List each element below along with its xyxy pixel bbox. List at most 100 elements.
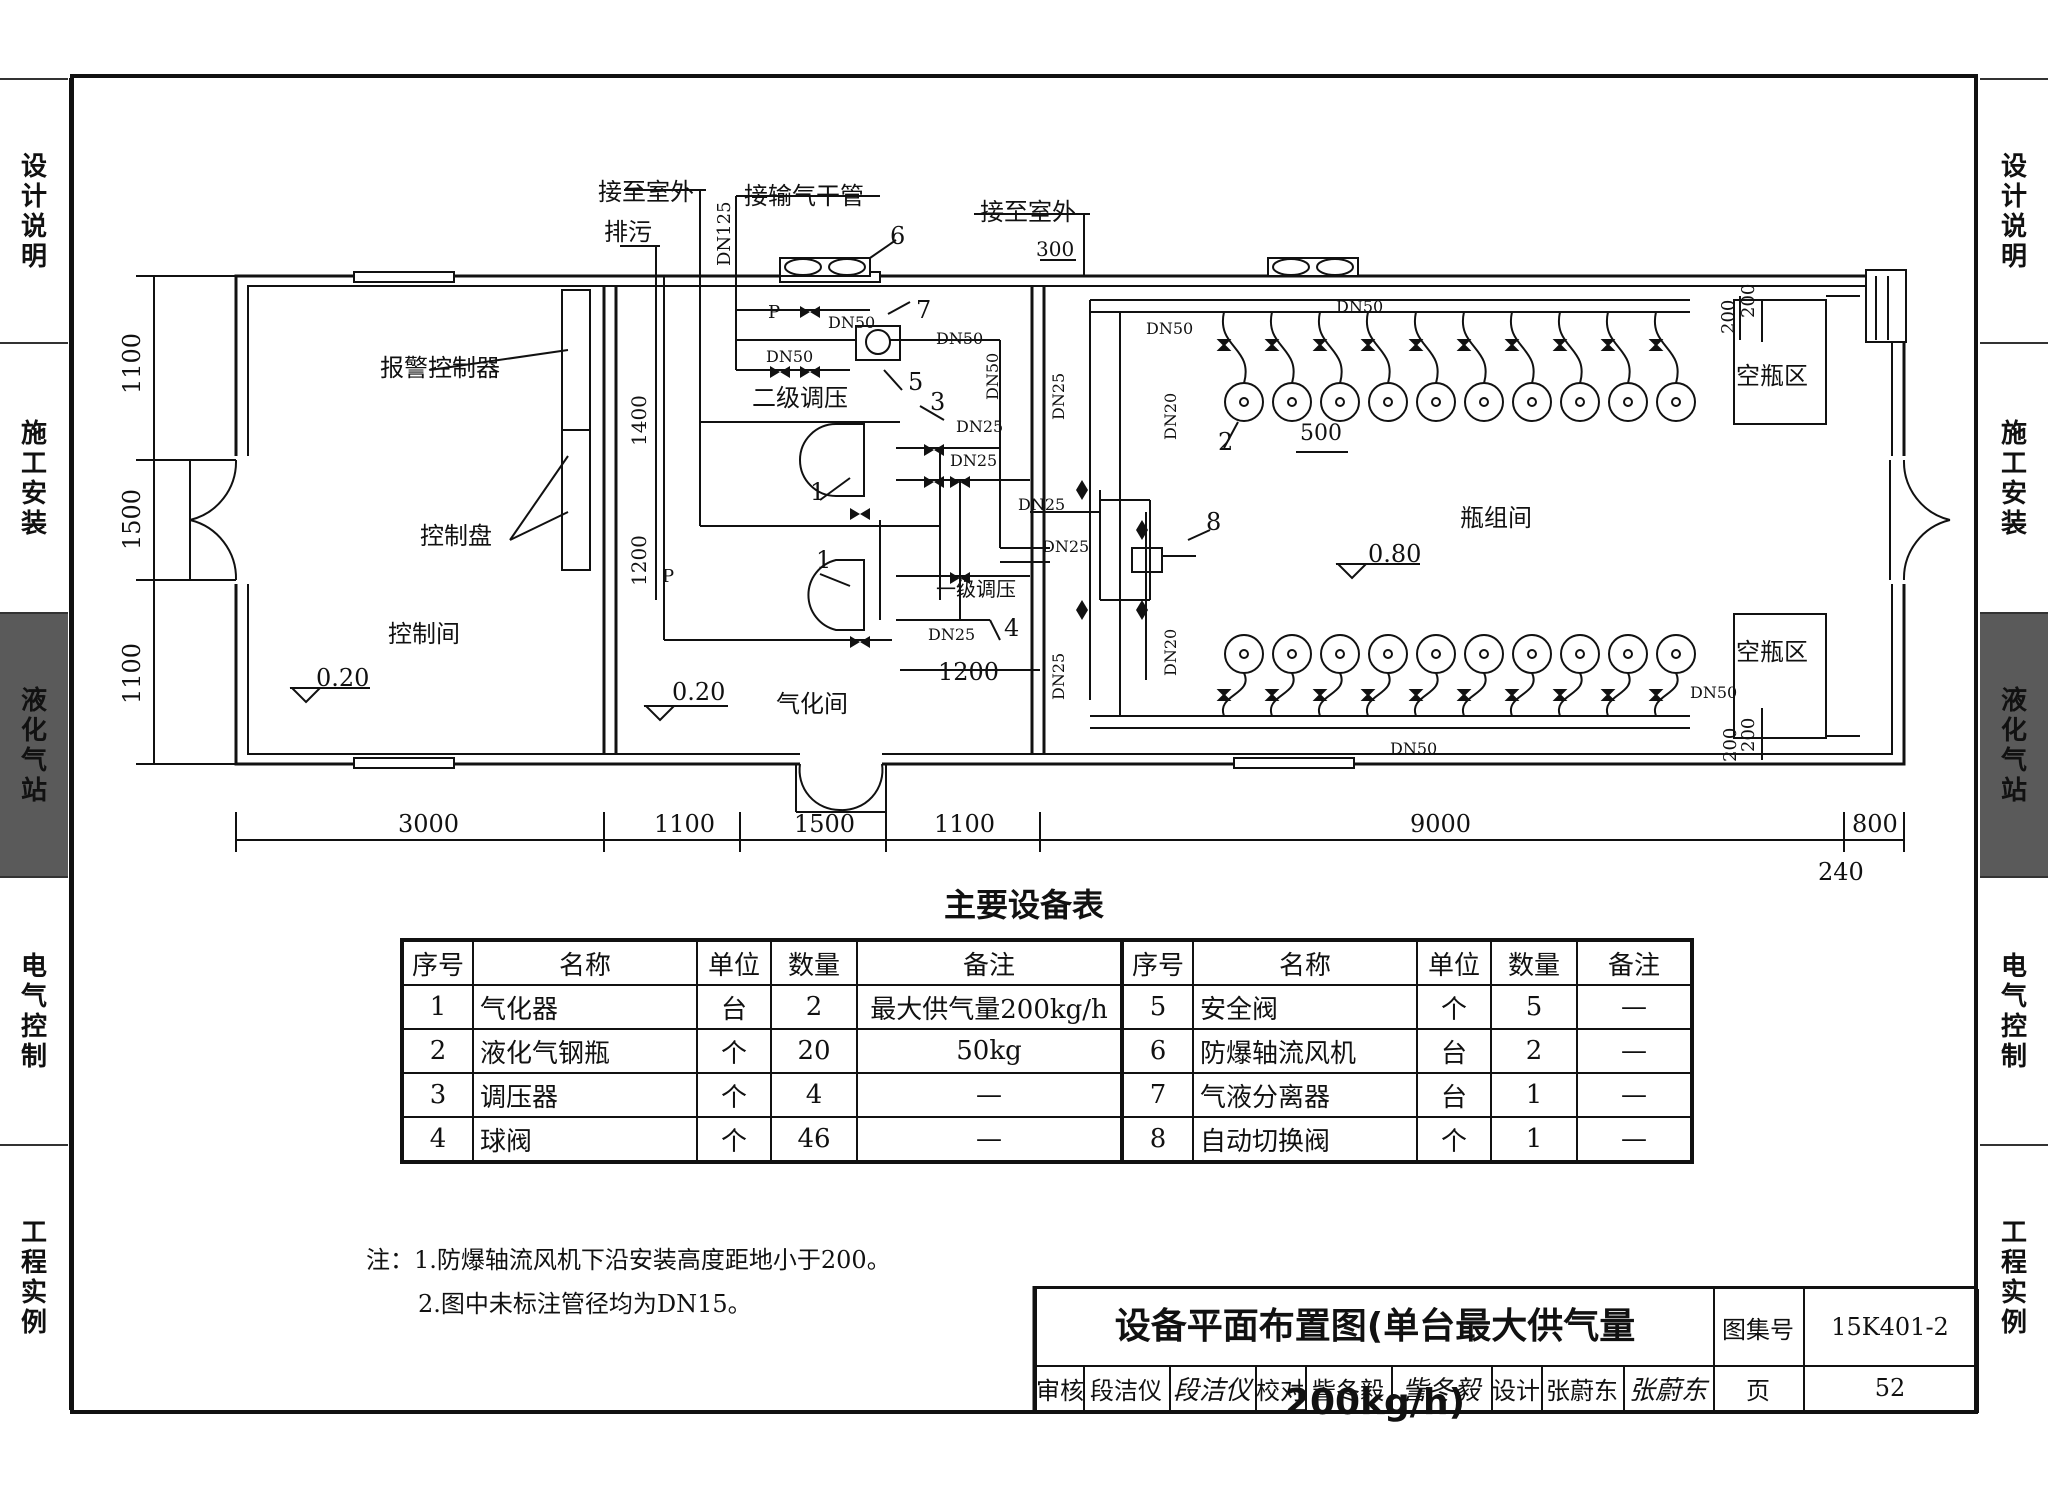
level-marks (289, 563, 1420, 722)
th-remark-1: 备注 (856, 939, 1123, 986)
cell: 最大供气量200kg/h (856, 984, 1123, 1030)
cell: 个 (696, 1116, 772, 1163)
cell: 8 (1120, 1116, 1194, 1163)
ball-valve (1552, 339, 1568, 351)
label-bottle-room: 瓶组间 (1460, 504, 1532, 532)
label-item-6: 6 (890, 222, 905, 250)
cylinder-hose (1317, 311, 1343, 384)
side-tab-examples-r[interactable]: 工程实例 (1980, 1144, 2048, 1410)
cylinder-hose (1509, 311, 1535, 384)
dim-1100-b: 1100 (934, 810, 995, 838)
label-dn50-c: DN50 (936, 329, 983, 348)
cylinder-valve (1623, 397, 1633, 407)
cylinder-valve (1239, 649, 1249, 659)
cylinder-hose (1365, 311, 1391, 384)
dim-left-1100-a: 1100 (118, 333, 146, 394)
leader-lines (819, 239, 1239, 641)
ball-valve (1216, 339, 1232, 351)
check-label: 校对 (1255, 1365, 1307, 1413)
label-dn25-e: DN25 (928, 625, 975, 644)
cell: 1 (1490, 1116, 1578, 1163)
cylinder-valve (1527, 649, 1537, 659)
cell: 4 (401, 1116, 474, 1163)
cylinder-valve (1383, 649, 1393, 659)
ball-valve (1552, 689, 1568, 701)
cell: 2 (1490, 1028, 1578, 1074)
ball-valve (1360, 689, 1376, 701)
ball-valve (1648, 689, 1664, 701)
cell: 液化气钢瓶 (472, 1028, 698, 1074)
label-control-panel: 控制盘 (420, 522, 492, 550)
ball-valve (1600, 689, 1616, 701)
label-second-reg: 二级调压 (752, 384, 848, 412)
outlet-pipes (620, 189, 1090, 276)
label-500: 500 (1300, 421, 1342, 446)
side-tab-electric[interactable]: 电气控制 (0, 876, 68, 1146)
drawing-title: 设备平面布置图(单台最大供气量200kg/h) (1037, 1289, 1715, 1423)
table-row: 1 气化器 台 2 最大供气量200kg/h 5 安全阀 个 5 — (401, 984, 1693, 1030)
dim-1100-a: 1100 (654, 810, 715, 838)
side-tab-lpg-station-r[interactable]: 液化气站 (1980, 612, 2048, 878)
cylinder-hose (1653, 311, 1679, 384)
cell: 20 (770, 1028, 858, 1074)
wall-openings (353, 271, 1355, 769)
label-dn50-a: DN50 (828, 313, 875, 332)
table-row: 3 调压器 个 4 — 7 气液分离器 台 1 — (401, 1072, 1693, 1118)
th-name-2: 名称 (1192, 939, 1418, 986)
label-1400: 1400 (627, 395, 651, 446)
ball-valve (1456, 339, 1472, 351)
table-row: 4 球阀 个 46 — 8 自动切换阀 个 1 — (401, 1116, 1693, 1163)
th-unit-2: 单位 (1416, 939, 1492, 986)
label-dn20-a: DN20 (1161, 393, 1180, 440)
equipment-table: 序号 名称 单位 数量 备注 序号 名称 单位 数量 备注 1 气化器 台 2 … (400, 938, 1694, 1164)
label-empty-zone-2: 空瓶区 (1736, 638, 1808, 666)
cylinder-hose (1221, 311, 1247, 384)
cell: 气化器 (472, 984, 698, 1030)
ball-valve (1312, 339, 1328, 351)
side-tab-lpg-station[interactable]: 液化气站 (0, 612, 68, 878)
label-dn50-h: DN50 (1690, 683, 1737, 702)
ball-valve (1504, 689, 1520, 701)
cell: 2 (401, 1028, 474, 1074)
dim-9000: 9000 (1410, 810, 1471, 838)
dimension-lines (136, 275, 1905, 852)
label-vapor-room: 气化间 (776, 690, 848, 718)
label-dn50-f: DN50 (1146, 319, 1193, 338)
cell: 气液分离器 (1192, 1072, 1418, 1118)
label-control-room: 控制间 (388, 620, 460, 648)
side-tab-design-r[interactable]: 设计说明 (1980, 78, 2048, 344)
label-dn25-c: DN25 (1018, 495, 1065, 514)
table-row: 2 液化气钢瓶 个 20 50kg 6 防爆轴流风机 台 2 — (401, 1028, 1693, 1074)
cylinder-hose (1557, 311, 1583, 384)
side-tab-install[interactable]: 施工安装 (0, 342, 68, 614)
side-tab-design[interactable]: 设计说明 (0, 78, 68, 344)
cell: 7 (1120, 1072, 1194, 1118)
th-name-1: 名称 (472, 939, 698, 986)
cylinder-hose (1413, 672, 1439, 717)
label-dn50-b: DN50 (766, 347, 813, 366)
cell: 50kg (856, 1028, 1123, 1074)
cell: — (1576, 1072, 1693, 1118)
label-200-a: 200 (1738, 284, 1759, 318)
designer-signature: 张蔚东 (1623, 1365, 1715, 1413)
label-level-2: 0.20 (672, 678, 725, 706)
notes: 注：1.防爆轴流风机下沿安装高度距地小于200。 2.图中未标注管径均为DN15… (366, 1238, 891, 1326)
cylinder-hose (1365, 672, 1391, 717)
side-tab-electric-r[interactable]: 电气控制 (1980, 876, 2048, 1146)
ball-valve (1264, 689, 1280, 701)
label-1200-v: 1200 (627, 535, 651, 586)
cell: 46 (770, 1116, 858, 1163)
label-item-8: 8 (1206, 508, 1221, 536)
label-item-1b: 1 (816, 546, 831, 574)
label-dn25-b: DN25 (950, 451, 997, 470)
cylinder-valve (1575, 397, 1585, 407)
cylinder-valve (1287, 397, 1297, 407)
cell: 自动切换阀 (1192, 1116, 1418, 1163)
th-remark-2: 备注 (1576, 939, 1693, 986)
reviewer: 段洁仪 (1083, 1365, 1171, 1413)
label-dn25-d: DN25 (1042, 537, 1089, 556)
side-tab-install-r[interactable]: 施工安装 (1980, 342, 2048, 614)
page-label: 页 (1713, 1365, 1805, 1413)
cylinder-valve (1623, 649, 1633, 659)
side-tab-examples[interactable]: 工程实例 (0, 1144, 68, 1410)
